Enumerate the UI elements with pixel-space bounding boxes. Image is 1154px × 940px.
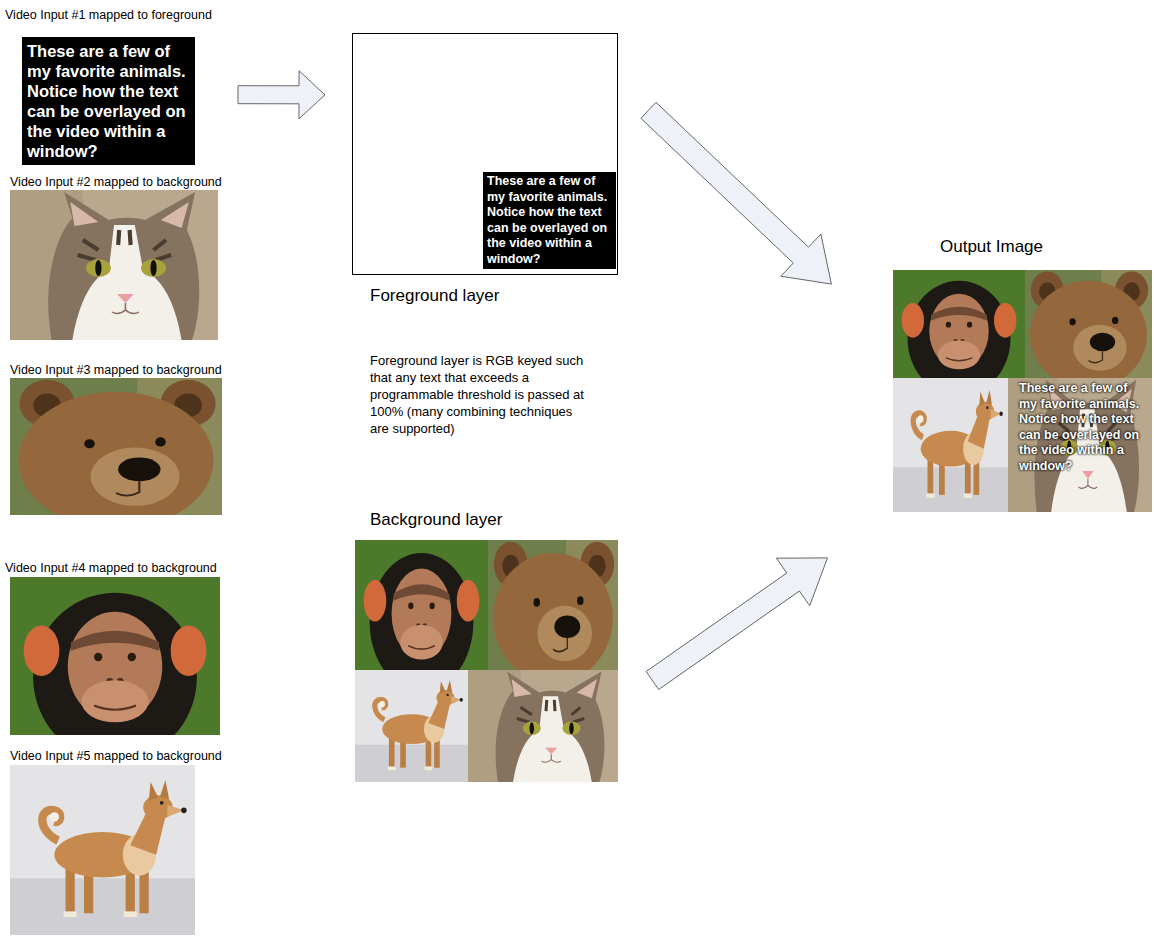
dog-photo: [10, 765, 195, 935]
dog-photo: [893, 378, 1008, 512]
block-arrow: [646, 558, 827, 690]
dog-photo: [355, 670, 468, 782]
video-input: Video Input #4 mapped to background: [10, 577, 220, 735]
input-caption: Video Input #2 mapped to background: [10, 175, 222, 189]
cat-photo: [10, 190, 218, 340]
bear-photo: [1025, 270, 1152, 389]
chimp-photo: [355, 540, 488, 692]
cat-photo: [468, 670, 618, 782]
window-text: These are a few of my favorite animals. …: [22, 37, 195, 165]
video-input: Video Input #5 mapped to background: [10, 765, 195, 935]
input-caption: Video Input #5 mapped to background: [10, 749, 222, 763]
background-layer: Background layer: [355, 540, 618, 782]
input-caption: Video Input #3 mapped to background: [10, 363, 222, 377]
layer-heading: Background layer: [370, 510, 502, 530]
bear-photo: [488, 540, 618, 683]
note-text: Foreground layer is RGB keyed such that …: [370, 352, 592, 437]
input-caption: Video Input #4 mapped to background: [5, 561, 217, 575]
bear-photo: [10, 378, 222, 529]
window-text: These are a few of my favorite animals. …: [483, 172, 616, 269]
overlay-text: These are a few of my favorite animals. …: [1019, 381, 1147, 474]
cat-photo: [1008, 378, 1152, 512]
block-arrow: [641, 102, 832, 284]
chimp-photo: [10, 577, 220, 761]
layer-heading: Foreground layer: [370, 286, 499, 306]
text-window: These are a few of my favorite animals. …: [483, 172, 616, 269]
video-input: Video Input #2 mapped to background: [10, 190, 218, 340]
layer-heading: Output Image: [940, 237, 1043, 257]
chimp-photo: [893, 270, 1025, 396]
video-input: Video Input #3 mapped to background: [10, 378, 222, 515]
foreground-layer: Foreground layerThese are a few of my fa…: [352, 33, 618, 275]
text-window: Video Input #1 mapped to foregroundThese…: [22, 37, 195, 165]
block-arrow: [238, 71, 325, 119]
input-caption: Video Input #1 mapped to foreground: [5, 8, 212, 22]
